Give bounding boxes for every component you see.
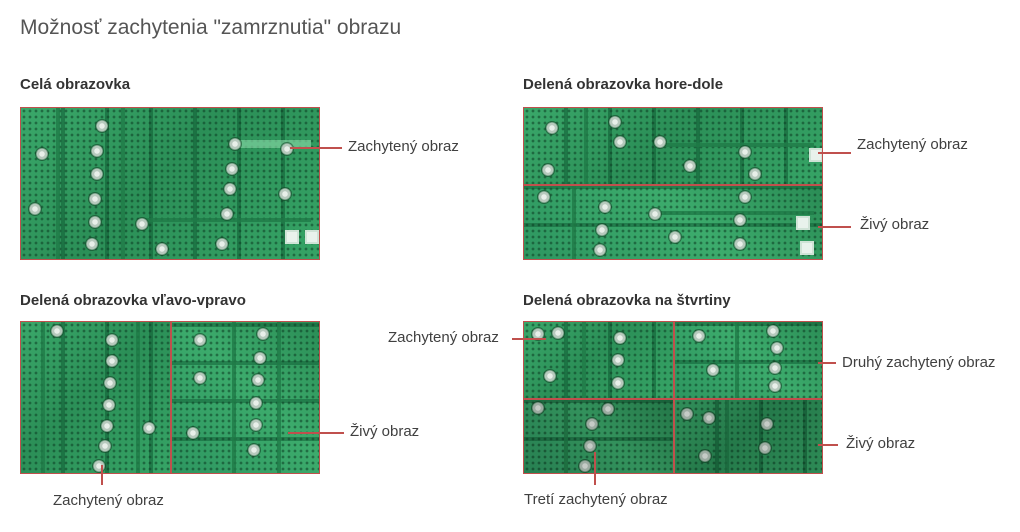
leader-quarters-live — [818, 444, 838, 446]
section-title-leftright: Delená obrazovka vľavo-vpravo — [20, 292, 246, 309]
label-leftright-live: Živý obraz — [350, 423, 420, 440]
pcb-image-right-live — [172, 322, 319, 473]
leader-topbottom-captured — [818, 152, 851, 154]
leader-quarters-second — [818, 362, 836, 364]
leader-leftright-live — [288, 432, 344, 434]
leader-quarters-third — [594, 452, 596, 485]
label-full-captured: Zachytený obraz — [348, 138, 459, 155]
panel-full — [20, 107, 320, 260]
label-leftright-captured: Zachytený obraz — [53, 492, 164, 509]
leader-leftright-captured — [101, 465, 103, 485]
label-quarters-second: Druhý zachytený obraz — [842, 354, 996, 371]
leader-full-captured — [290, 147, 342, 149]
panel-leftright — [20, 321, 320, 474]
page-title: Možnosť zachytenia "zamrznutia" obrazu — [20, 16, 402, 39]
panel-quarters — [523, 321, 823, 474]
label-quarters-live: Živý obraz — [846, 435, 916, 452]
pcb-image-left-captured — [21, 322, 170, 473]
leader-topbottom-live — [818, 226, 851, 228]
pcb-image-top-captured — [524, 108, 822, 184]
pcb-image-q4-live — [675, 400, 822, 473]
panel-topbottom — [523, 107, 823, 260]
pcb-image-q3-captured — [524, 400, 673, 473]
label-quarters-third: Tretí zachytený obraz — [524, 491, 668, 508]
label-topbottom-live: Živý obraz — [860, 216, 930, 233]
label-quarters-captured: Zachytený obraz — [388, 329, 499, 346]
section-title-full: Celá obrazovka — [20, 76, 131, 93]
pcb-image-q2-captured — [675, 322, 822, 398]
label-topbottom-captured: Zachytený obraz — [857, 136, 968, 153]
pcb-image-full — [21, 108, 319, 259]
section-title-quarters: Delená obrazovka na štvrtiny — [523, 292, 731, 309]
pcb-image-bottom-live — [524, 186, 822, 259]
pcb-image-q1-captured — [524, 322, 673, 398]
leader-quarters-captured — [512, 338, 546, 340]
section-title-topbottom: Delená obrazovka hore-dole — [523, 76, 724, 93]
